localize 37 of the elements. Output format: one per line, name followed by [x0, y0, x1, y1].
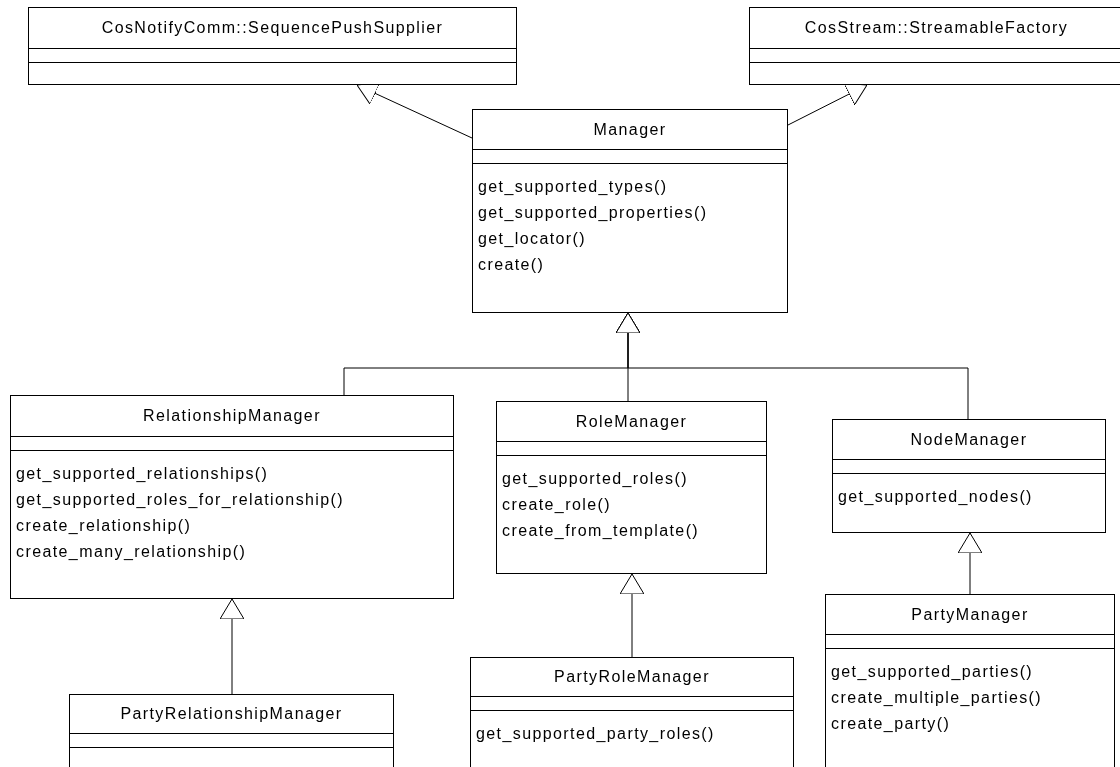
uml-class-box — [825, 594, 1115, 767]
class-name: PartyRoleManager — [554, 668, 710, 686]
method-name: create_from_template() — [502, 521, 700, 541]
generalization-arrow — [615, 312, 969, 420]
class-name: Manager — [593, 120, 667, 139]
method-name: create_relationship() — [16, 516, 192, 536]
class-name: PartyRelationshipManager — [120, 705, 343, 723]
method-name: create_multiple_parties() — [831, 688, 1043, 708]
method-name: get_supported_parties() — [831, 662, 1034, 682]
uml-class-box — [496, 401, 767, 574]
generalization-arrow — [219, 598, 245, 695]
method-name: create_party() — [831, 714, 951, 734]
uml-class-box — [832, 419, 1106, 533]
method-name: create() — [478, 255, 545, 275]
class-name: PartyManager — [911, 605, 1029, 624]
uml-class-box — [472, 109, 788, 313]
generalization-arrow — [957, 532, 983, 595]
class-name: CosStream::StreamableFactory — [804, 19, 1069, 37]
class-name: RelationshipManager — [143, 407, 321, 425]
uml-class-box — [749, 7, 1120, 85]
method-name: get_supported_party_roles() — [476, 724, 715, 744]
uml-class-box — [10, 395, 454, 599]
method-name: get_locator() — [478, 229, 587, 249]
method-name: get_supported_roles_for_relationship() — [16, 490, 345, 510]
uml-class-box — [470, 657, 794, 767]
uml-class-box — [28, 7, 517, 85]
class-name: NodeManager — [910, 430, 1028, 449]
method-name: get_supported_roles() — [502, 469, 688, 489]
method-name: get_supported_types() — [478, 177, 668, 197]
class-name: RoleManager — [575, 412, 688, 431]
method-name: get_supported_nodes() — [838, 487, 1033, 507]
method-name: get_supported_relationships() — [16, 464, 269, 484]
class-name: CosNotifyComm::SequencePushSupplier — [101, 19, 444, 37]
generalization-arrow — [619, 573, 645, 658]
method-name: get_supported_properties() — [478, 203, 708, 223]
method-name: create_many_relationship() — [16, 542, 247, 562]
method-name: create_role() — [502, 495, 611, 515]
